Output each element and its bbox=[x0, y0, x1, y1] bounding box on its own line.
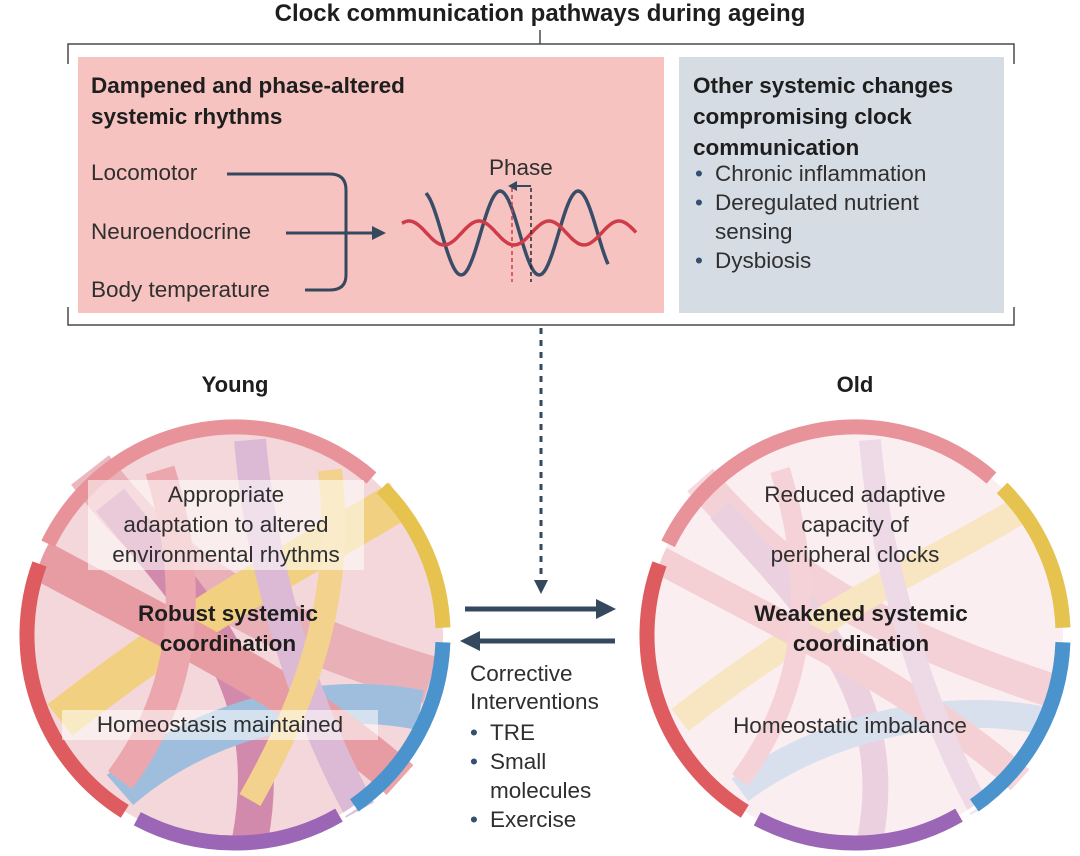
old-coordination-label: Weakened systemic coordination bbox=[725, 599, 997, 659]
list-item: Dysbiosis bbox=[695, 246, 995, 275]
young-coordination-line1: Robust systemic bbox=[137, 601, 319, 626]
young-coordination-label: Robust systemic coordination bbox=[100, 599, 356, 659]
young-adaptation-line1: Appropriate bbox=[167, 482, 285, 507]
corrective-interventions: Corrective Interventions TRE Small molec… bbox=[470, 660, 599, 834]
other-changes-heading-line1: Other systemic changes bbox=[693, 73, 954, 98]
corrective-arrow bbox=[460, 631, 615, 651]
young-arc-yellow bbox=[376, 482, 451, 629]
other-changes-heading-line3: communication bbox=[693, 135, 860, 160]
other-changes-list: Chronic inflammation Deregulated nutrien… bbox=[695, 159, 995, 275]
list-item: Deregulated nutrient sensing bbox=[695, 188, 995, 246]
old-adaptive-line3: peripheral clocks bbox=[770, 542, 940, 567]
young-arc-purple bbox=[133, 808, 343, 851]
list-item-line2: molecules bbox=[490, 778, 592, 803]
other-changes-heading-line2: compromising clock bbox=[693, 104, 912, 129]
navy-wave bbox=[424, 189, 610, 277]
young-arc-red bbox=[19, 561, 129, 818]
old-arc-blue bbox=[969, 642, 1071, 812]
old-arc-pink bbox=[661, 419, 997, 548]
input-locomotor: Locomotor bbox=[91, 160, 198, 185]
list-item: Exercise bbox=[470, 805, 599, 834]
old-imbalance-label: Homeostatic imbalance bbox=[733, 713, 967, 738]
input-arrowhead bbox=[372, 226, 386, 240]
list-item-line1: Small bbox=[490, 749, 547, 774]
young-adaptation-line3: environmental rhythms bbox=[112, 542, 340, 567]
young-arc-blue bbox=[349, 642, 451, 812]
old-coordination-line2: coordination bbox=[792, 631, 930, 656]
ageing-arrow bbox=[465, 599, 616, 619]
list-item: Chronic inflammation bbox=[695, 159, 995, 188]
red-wave bbox=[401, 219, 638, 247]
rhythms-heading-line1: Dampened and phase-altered bbox=[91, 73, 405, 98]
phase-shift-arrowhead bbox=[508, 181, 517, 191]
old-circle bbox=[639, 419, 1071, 851]
list-item: Small molecules bbox=[470, 747, 599, 805]
rhythms-heading-line2: systemic rhythms bbox=[91, 104, 283, 129]
old-adaptive-line2: capacity of bbox=[801, 512, 909, 537]
young-adaptation-label: Appropriate adaptation to altered enviro… bbox=[88, 480, 364, 570]
interventions-heading-line1: Corrective bbox=[470, 661, 573, 686]
old-adaptive-line1: Reduced adaptive bbox=[764, 482, 946, 507]
list-item: TRE bbox=[470, 718, 599, 747]
input-connectors bbox=[227, 172, 374, 292]
systemic-rhythms-panel bbox=[78, 57, 664, 313]
interventions-list: TRE Small molecules Exercise bbox=[470, 718, 599, 834]
old-arc-yellow bbox=[996, 482, 1071, 629]
input-body-temperature: Body temperature bbox=[91, 277, 270, 302]
young-coordination-line2: coordination bbox=[159, 631, 297, 656]
interventions-heading-line2: Interventions bbox=[470, 689, 599, 714]
old-adaptive-capacity-label: Reduced adaptive capacity of peripheral … bbox=[720, 480, 990, 570]
rhythms-heading: Dampened and phase-altered systemic rhyt… bbox=[91, 70, 405, 132]
young-title: Young bbox=[201, 372, 269, 397]
old-title: Old bbox=[836, 372, 874, 397]
phase-label: Phase bbox=[489, 155, 553, 180]
top-bracket bbox=[67, 30, 1015, 326]
old-coordination-line1: Weakened systemic bbox=[754, 601, 968, 626]
figure-title: Clock communication pathways during agei… bbox=[274, 0, 806, 27]
input-neuroendocrine: Neuroendocrine bbox=[91, 219, 252, 244]
young-adaptation-line2: adaptation to altered bbox=[123, 512, 329, 537]
old-arc-purple bbox=[753, 808, 963, 851]
phase-wave-chart bbox=[401, 181, 638, 282]
young-homeostasis-label: Homeostasis maintained bbox=[62, 710, 378, 740]
dashed-down-arrowhead bbox=[534, 580, 548, 594]
other-changes-heading: Other systemic changes compromising cloc… bbox=[693, 70, 953, 163]
old-arc-red bbox=[639, 561, 749, 818]
young-arc-pink bbox=[41, 419, 377, 548]
